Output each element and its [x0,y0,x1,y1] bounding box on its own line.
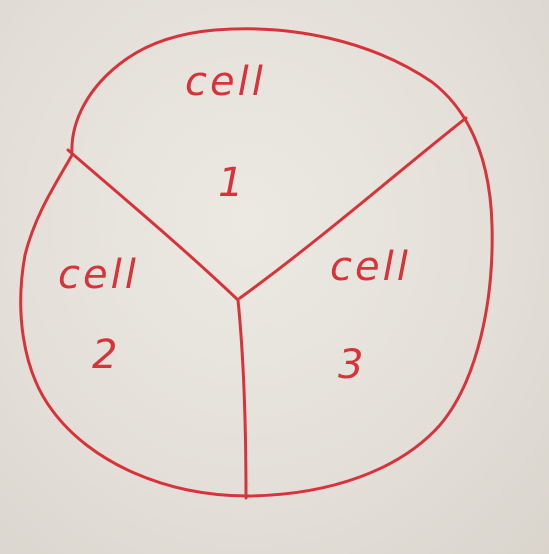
divider-left [66,148,240,302]
divider-right [238,116,468,300]
cell-1-number: 1 [218,160,243,206]
cell-1-word: cell [185,59,266,105]
cell-2-number: 2 [92,332,117,378]
outer-boundary [19,27,494,498]
cell-3-number: 3 [338,342,363,388]
divider-bottom [236,298,248,500]
cell-3-word: cell [330,244,411,290]
cell-2-word: cell [58,252,139,298]
